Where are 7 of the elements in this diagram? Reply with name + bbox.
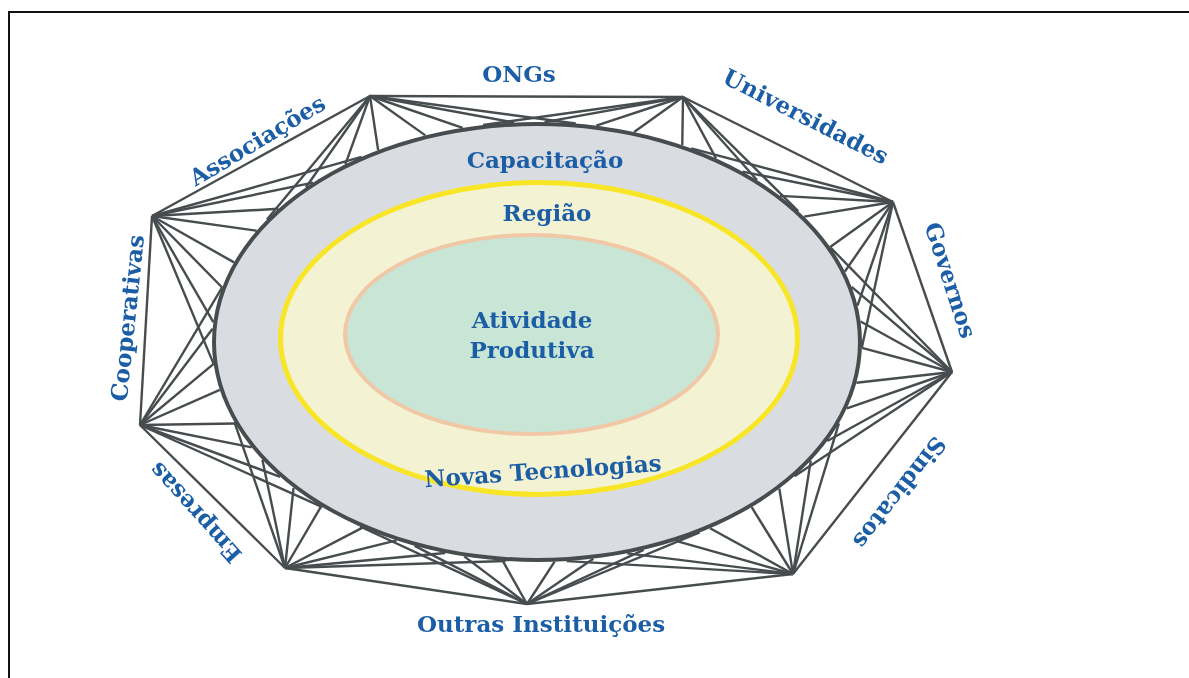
area-label: Capacitação bbox=[466, 145, 624, 175]
actor-label: Outras Instituições bbox=[416, 609, 666, 637]
actor-label: Cooperativas bbox=[104, 233, 150, 403]
area-label: Região bbox=[502, 198, 592, 228]
area-label: Atividade Produtiva bbox=[468, 305, 596, 365]
actor-label: ONGs bbox=[482, 59, 556, 87]
area-label: Novas Tecnologias bbox=[423, 447, 663, 495]
